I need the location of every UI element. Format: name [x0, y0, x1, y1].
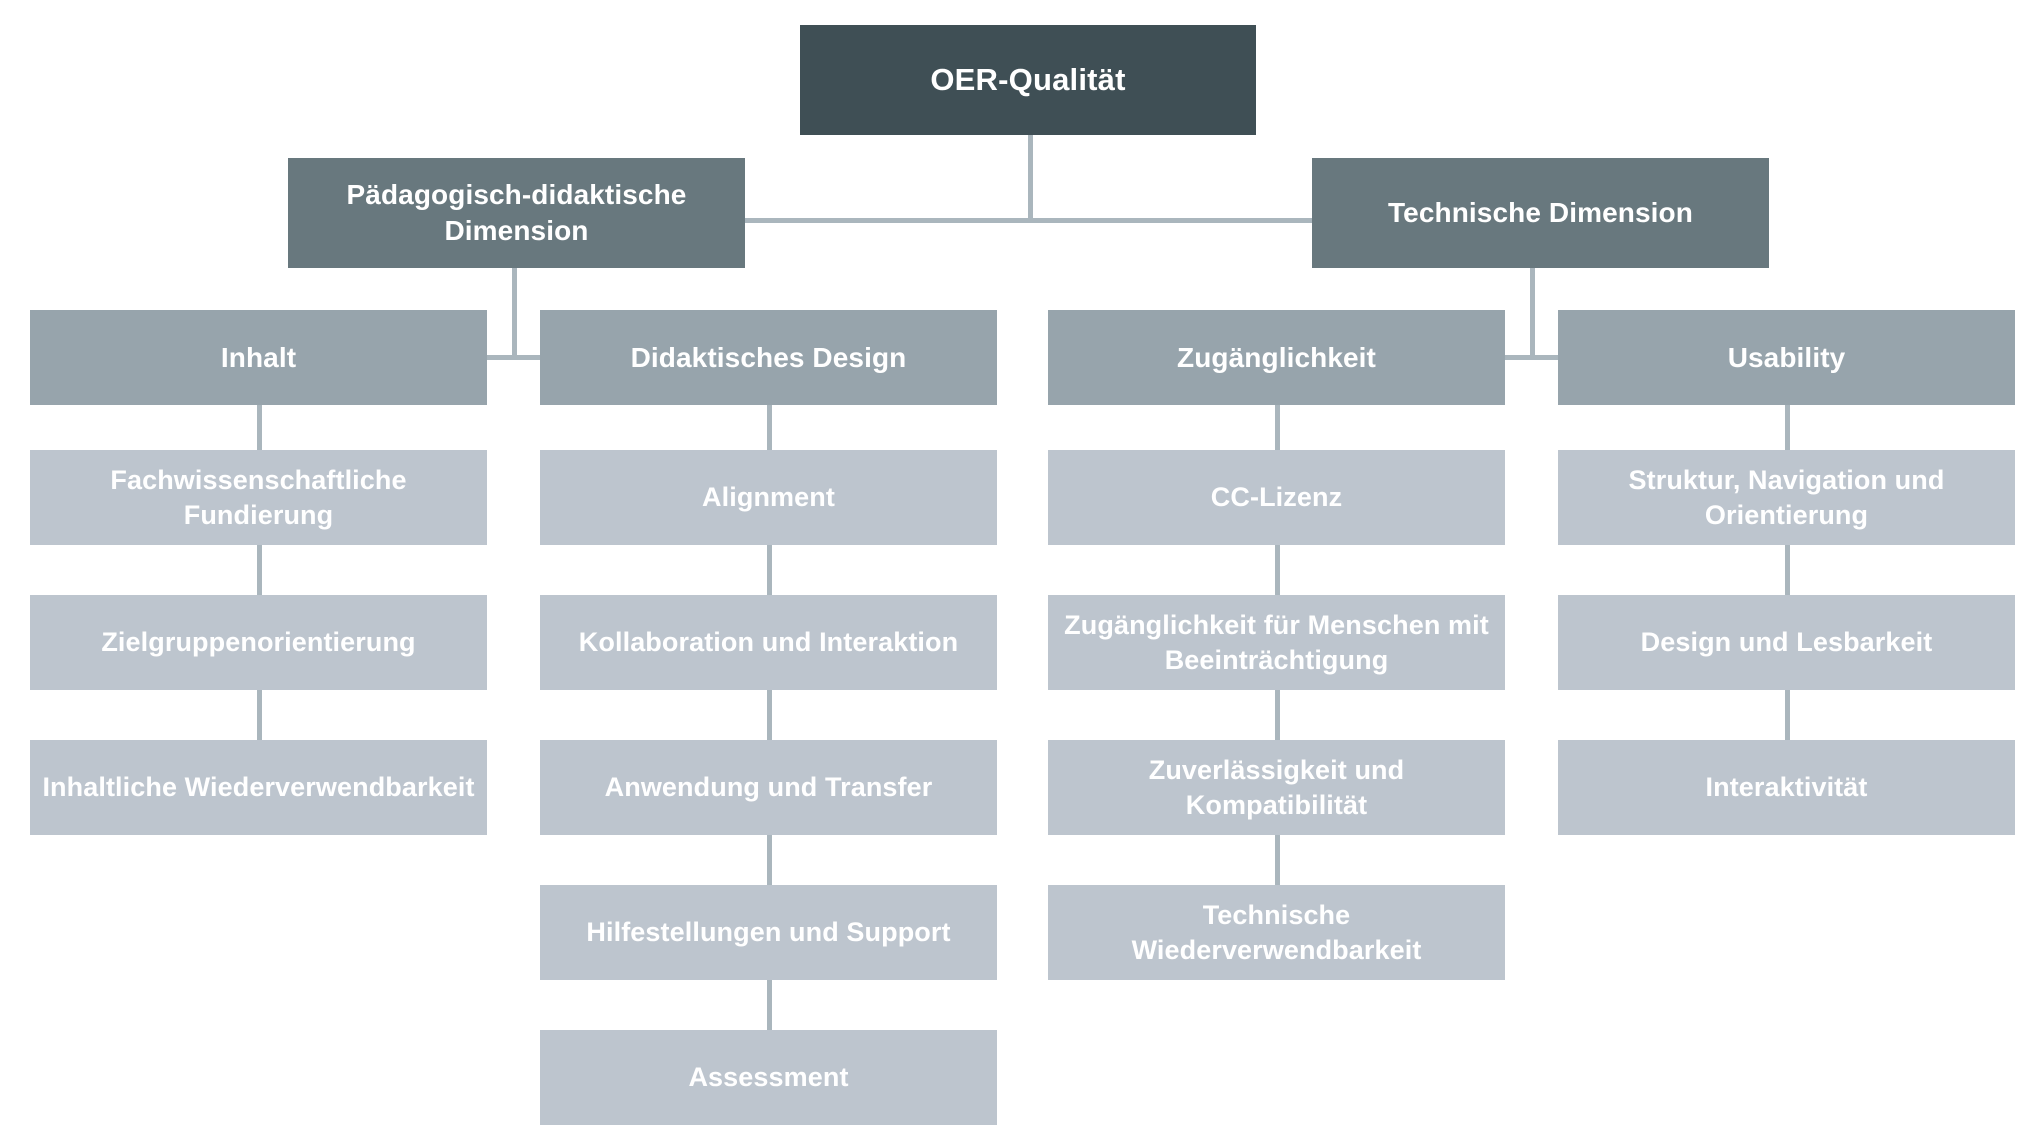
node-leaf-design-und-lesbarkeit[interactable]: Design und Lesbarkeit — [1558, 595, 2015, 690]
connector-right-dimension-down — [1530, 268, 1535, 360]
connector-column-2-spine — [767, 360, 772, 1085]
node-leaf-interaktivitaet[interactable]: Interaktivität — [1558, 740, 2015, 835]
node-leaf-inhaltliche-wiederverwendbarkeit[interactable]: Inhaltliche Wiederverwendbarkeit — [30, 740, 487, 835]
node-category-usability[interactable]: Usability — [1558, 310, 2015, 405]
node-leaf-zugaenglichkeit-fuer-menschen-mit-beeintraechtigung[interactable]: Zugänglichkeit für Menschen mit Beeinträ… — [1048, 595, 1505, 690]
node-root-oer-qualitaet[interactable]: OER-Qualität — [800, 25, 1256, 135]
connector-root-down — [1028, 135, 1033, 221]
node-leaf-zuverlaessigkeit-und-kompatibilitaet[interactable]: Zuverlässigkeit und Kompatibilität — [1048, 740, 1505, 835]
node-category-inhalt[interactable]: Inhalt — [30, 310, 487, 405]
node-leaf-struktur-navigation-und-orientierung[interactable]: Struktur, Navigation und Orientierung — [1558, 450, 2015, 545]
connector-column-1-spine — [257, 360, 262, 800]
connector-column-4-spine — [1785, 360, 1790, 800]
node-dimension-paedagogisch-didaktisch[interactable]: Pädagogisch-didaktische Dimension — [288, 158, 745, 268]
node-dimension-technisch[interactable]: Technische Dimension — [1312, 158, 1769, 268]
node-leaf-anwendung-und-transfer[interactable]: Anwendung und Transfer — [540, 740, 997, 835]
connector-left-category-bus — [257, 355, 767, 360]
node-leaf-cc-lizenz[interactable]: CC-Lizenz — [1048, 450, 1505, 545]
node-leaf-technische-wiederverwendbarkeit[interactable]: Technische Wiederverwendbarkeit — [1048, 885, 1505, 980]
node-category-zugaenglichkeit[interactable]: Zugänglichkeit — [1048, 310, 1505, 405]
node-leaf-hilfestellungen-und-support[interactable]: Hilfestellungen und Support — [540, 885, 997, 980]
node-leaf-zielgruppenorientierung[interactable]: Zielgruppenorientierung — [30, 595, 487, 690]
node-category-didaktisches-design[interactable]: Didaktisches Design — [540, 310, 997, 405]
connector-right-category-bus — [1275, 355, 1785, 360]
node-leaf-assessment[interactable]: Assessment — [540, 1030, 997, 1125]
node-leaf-kollaboration-und-interaktion[interactable]: Kollaboration und Interaktion — [540, 595, 997, 690]
node-leaf-fachwissenschaftliche-fundierung[interactable]: Fachwissenschaftliche Fundierung — [30, 450, 487, 545]
connector-dimension-bus — [745, 218, 1312, 223]
connector-left-dimension-down — [512, 268, 517, 360]
node-leaf-alignment[interactable]: Alignment — [540, 450, 997, 545]
